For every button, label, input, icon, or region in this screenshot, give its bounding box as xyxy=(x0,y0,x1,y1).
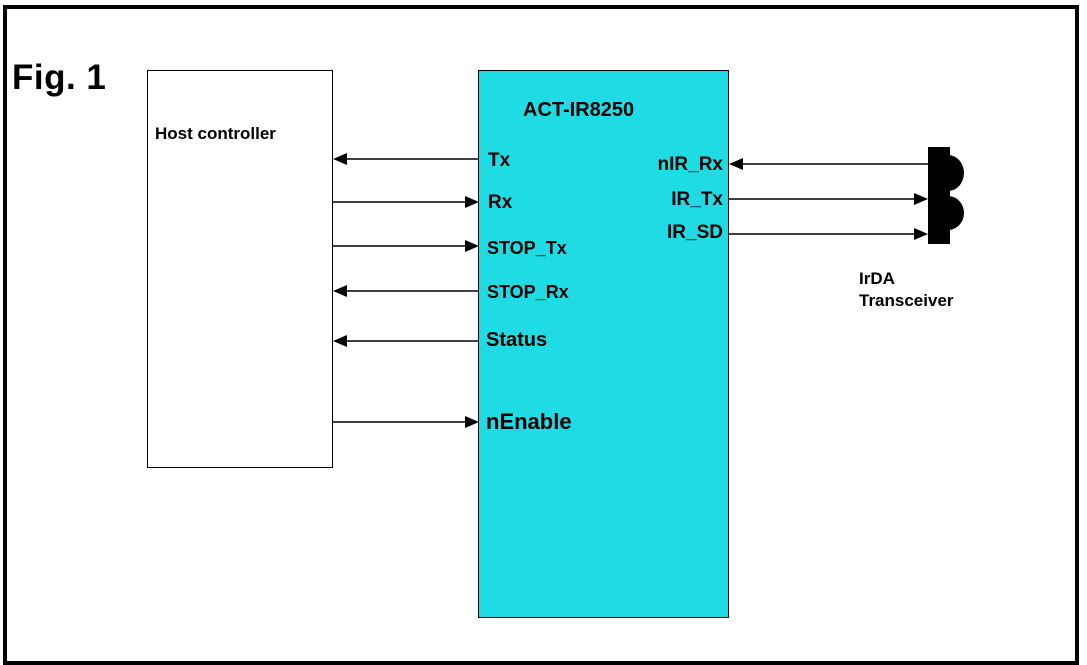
pin-ir-tx-label: IR_Tx xyxy=(671,189,723,210)
pin-nenable-label: nEnable xyxy=(486,409,572,434)
figure-label: Fig. 1 xyxy=(12,58,107,97)
host-controller-title: Host controller xyxy=(155,124,276,143)
chip-block: ACT-IR8250 xyxy=(478,70,729,618)
pin-rx-label: Rx xyxy=(488,192,513,213)
transceiver-label-line1: IrDA xyxy=(859,269,895,288)
transceiver-label: IrDA Transceiver xyxy=(859,268,954,312)
pin-nir-rx-label: nIR_Rx xyxy=(657,154,723,175)
chip-title: ACT-IR8250 xyxy=(523,99,635,121)
pin-stop-rx-label: STOP_Rx xyxy=(487,282,569,302)
pin-stop-tx-label: STOP_Tx xyxy=(487,238,567,258)
transceiver-label-line2: Transceiver xyxy=(859,291,954,310)
pin-status-label: Status xyxy=(486,329,548,351)
host-controller-block: Host controller xyxy=(147,70,333,468)
pin-tx-label: Tx xyxy=(488,150,511,171)
pin-ir-sd-label: IR_SD xyxy=(667,222,723,243)
